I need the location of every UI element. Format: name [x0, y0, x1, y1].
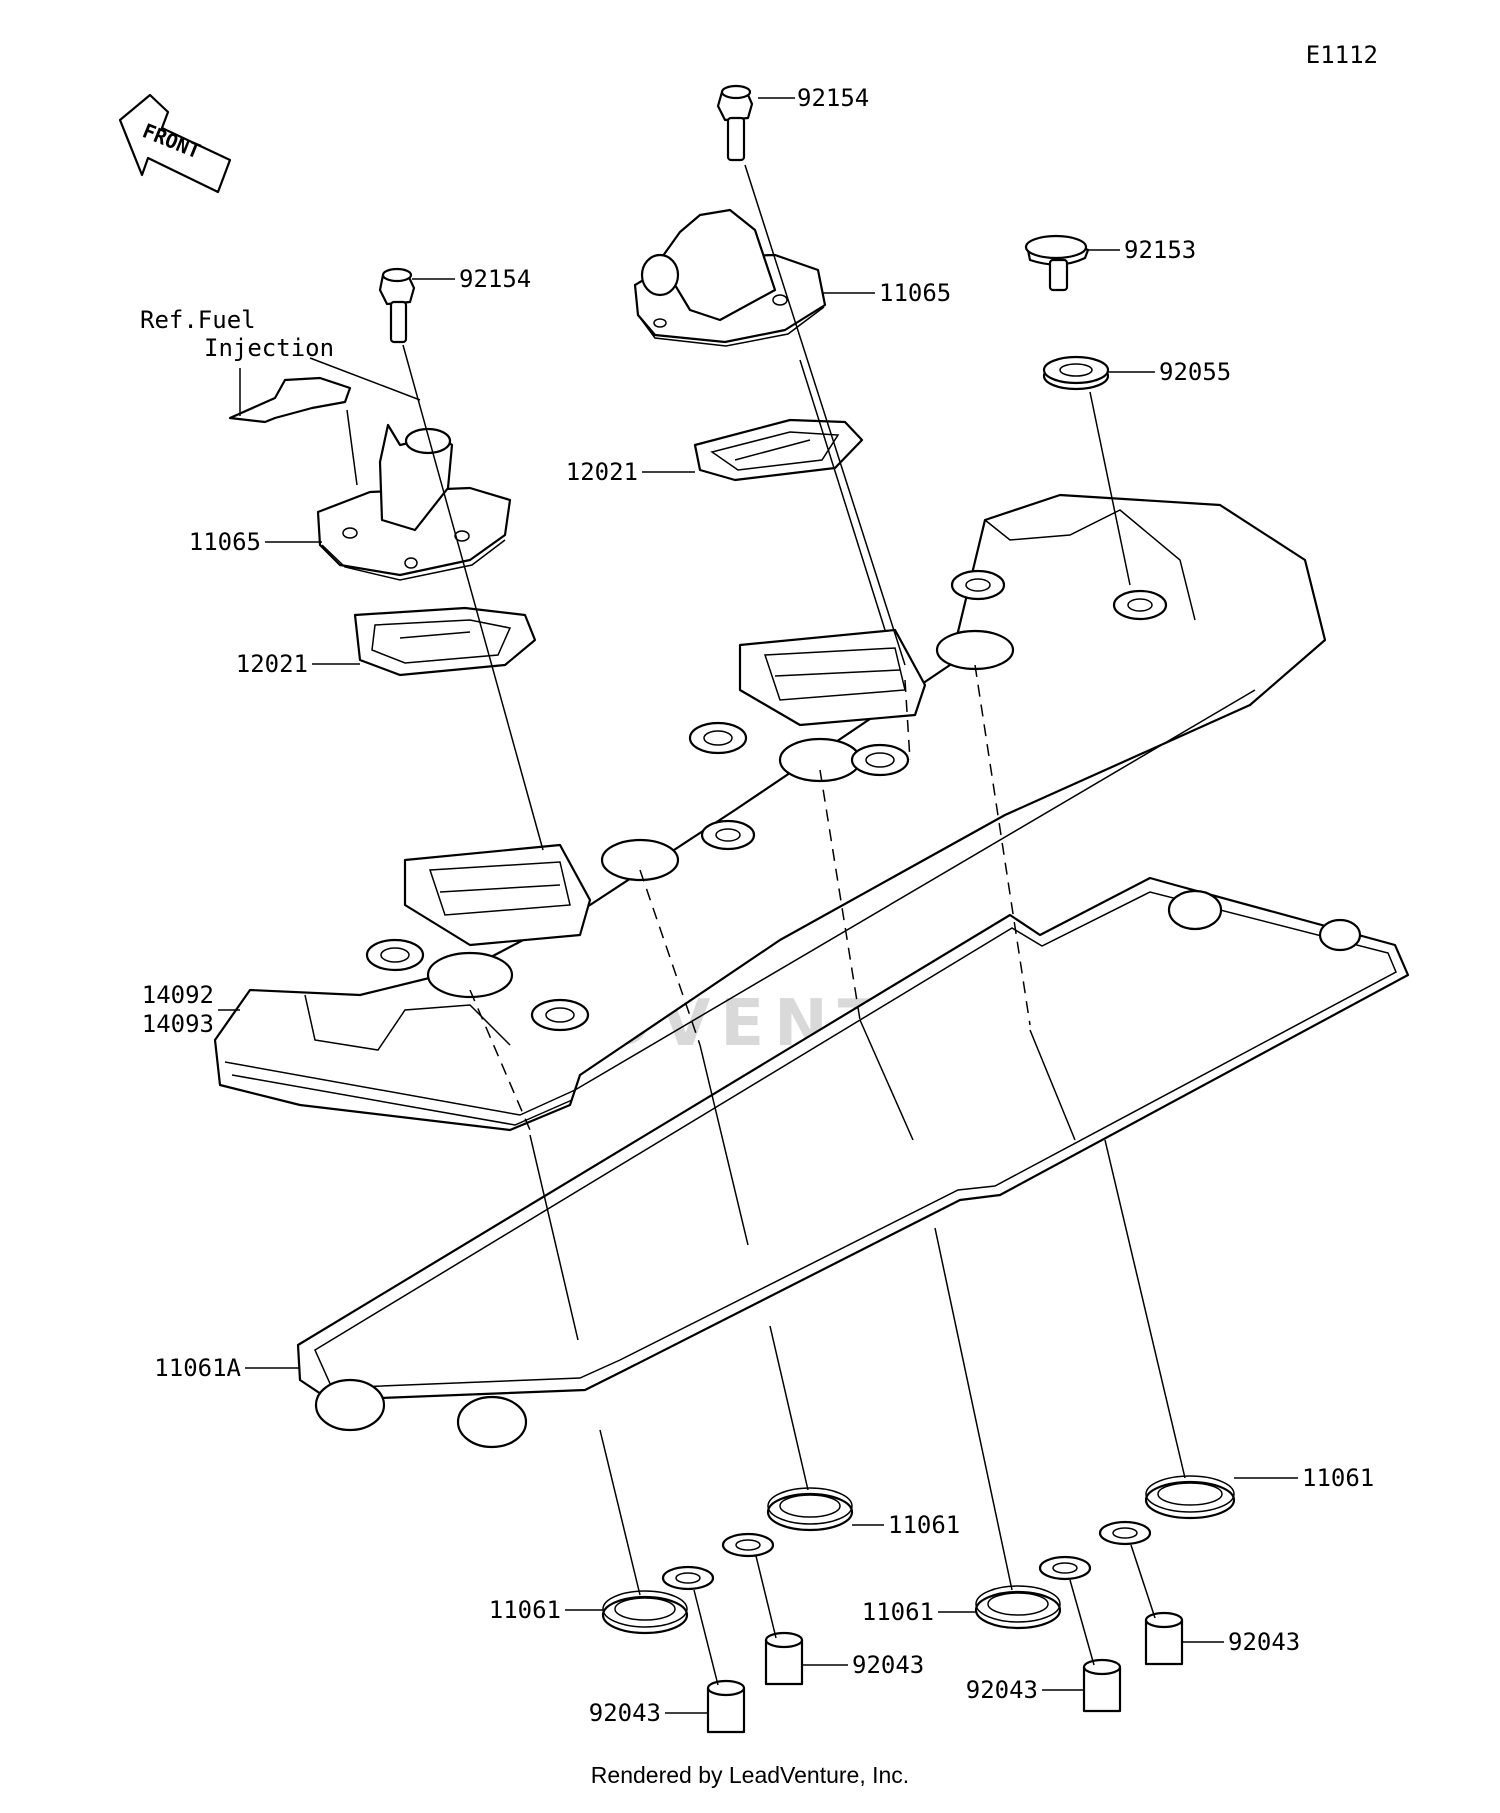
callout-plug-gasket-4: 11061 [1302, 1464, 1374, 1492]
breather-gasket-left [353, 606, 537, 677]
assembly-lines [346, 164, 1186, 1686]
breather-cover-left [316, 423, 512, 581]
bolt-top-center [716, 84, 754, 162]
dowel-3 [1082, 1658, 1122, 1713]
callout-dowel-3: 92043 [966, 1676, 1038, 1704]
bolt-left [378, 267, 416, 344]
callout-washer-right: 92055 [1159, 358, 1231, 386]
dowel-4 [1144, 1611, 1184, 1666]
diagram-code: E1112 [1306, 41, 1378, 69]
callout-plug-gasket-1: 11061 [489, 1596, 561, 1624]
callout-bolt-right: 92153 [1124, 236, 1196, 264]
dowel-1 [706, 1679, 746, 1734]
plug-gasket-3 [974, 1555, 1092, 1630]
callout-head-cover-1: 14092 [142, 981, 214, 1009]
dowel-2 [764, 1631, 804, 1686]
callout-head-cover-gasket: 11061A [154, 1354, 241, 1382]
callout-bolt-left: 92154 [459, 265, 531, 293]
reference-note-line1: Ref.Fuel [140, 306, 256, 334]
reference-note-line2: Injection [204, 334, 334, 362]
breather-gasket-center [693, 418, 864, 482]
callouts: 92154 92154 92153 92055 11065 11065 1202… [140, 84, 1374, 1727]
fuel-injection-bracket [228, 376, 352, 424]
callout-plug-gasket-2: 11061 [888, 1511, 960, 1539]
callout-dowel-4: 92043 [1228, 1628, 1300, 1656]
callout-head-cover-2: 14093 [142, 1010, 214, 1038]
plug-gasket-2 [721, 1487, 854, 1558]
head-cover-gasket [296, 876, 1410, 1449]
breather-cover-center [633, 208, 827, 347]
callout-breather-cover-center: 11065 [879, 279, 951, 307]
callout-bolt-top-center: 92154 [797, 84, 869, 112]
callout-breather-gasket-center: 12021 [566, 458, 638, 486]
washer-right [1042, 355, 1110, 391]
callout-breather-gasket-left: 12021 [236, 650, 308, 678]
cylinder-head-cover [213, 493, 1327, 1132]
callout-dowel-2: 92043 [852, 1651, 924, 1679]
plug-gasket-1 [601, 1565, 715, 1635]
callout-breather-cover-left: 11065 [189, 528, 261, 556]
front-arrow-icon: FRONT [118, 93, 232, 194]
bolt-right [1024, 234, 1090, 292]
callout-dowel-1: 92043 [589, 1699, 661, 1727]
footer-credit: Rendered by LeadVenture, Inc. [590, 1762, 910, 1788]
callout-plug-gasket-3: 11061 [862, 1598, 934, 1626]
plug-gasket-4 [1098, 1475, 1236, 1546]
